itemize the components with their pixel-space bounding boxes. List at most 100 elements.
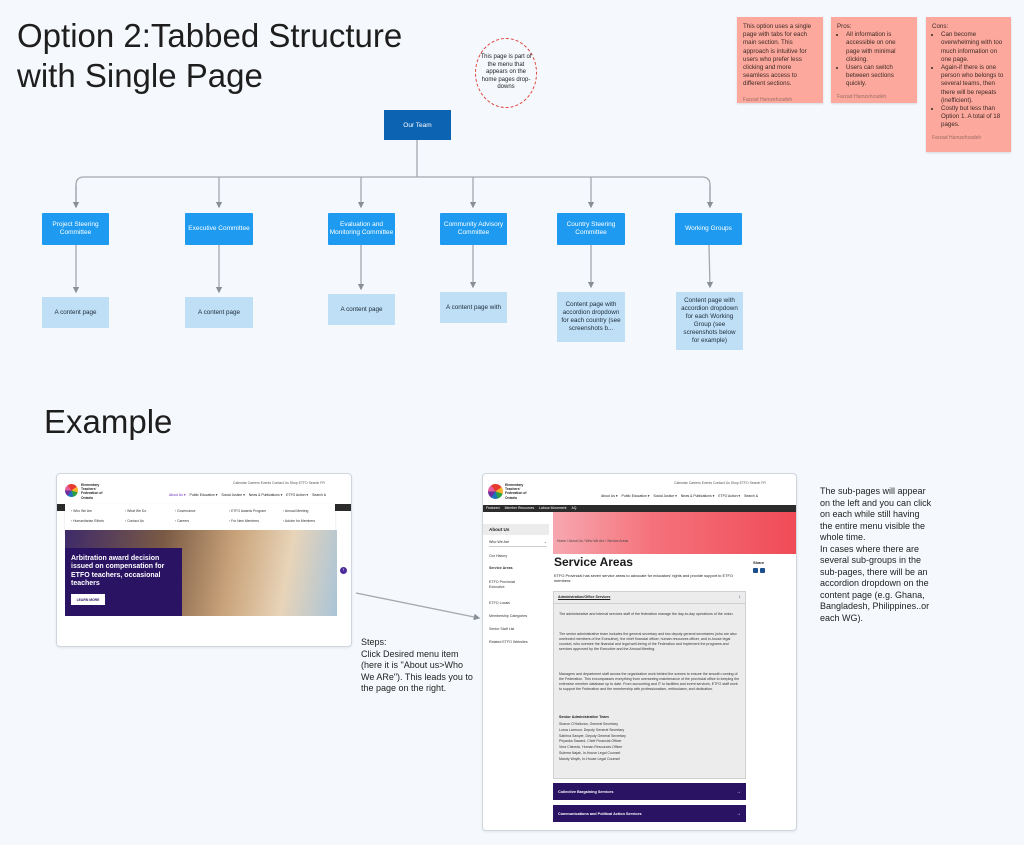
menu-item[interactable]: › Careers — [175, 519, 190, 524]
evaluation-monitoring-committee-node[interactable]: Evaluation and Monitoring Committee — [328, 213, 395, 245]
nav-etfo-action[interactable]: ETFO Action ▾ — [286, 493, 309, 497]
node-label: Country Steering Committee — [566, 221, 616, 236]
nav-public-education[interactable]: Public Education ▾ — [189, 493, 218, 497]
main-nav[interactable]: About Us ▾ Public Education ▾ Social Jus… — [169, 493, 326, 497]
nav-about-us[interactable]: About Us ▾ — [601, 494, 618, 498]
nav-etfo-action[interactable]: ETFO Action ▾ — [718, 494, 741, 498]
sidebar-item-etfo-locals[interactable]: ETFO Locals — [489, 601, 510, 605]
top-links[interactable]: Calendar Careers Events Contact Us Shop … — [233, 481, 325, 485]
menu-item-humanitarian[interactable]: › Humanitarian Efforts — [71, 519, 104, 524]
mega-menu[interactable] — [65, 504, 335, 530]
content-page-node[interactable]: A content page — [185, 297, 253, 328]
sidebar-heading: About Us — [483, 524, 549, 535]
country-steering-committee-node[interactable]: Country Steering Committee — [557, 213, 625, 245]
menu-item-who-we-are[interactable]: › Who We Are — [71, 509, 93, 513]
nav-about-us[interactable]: About Us ▾ — [169, 493, 186, 497]
community-advisory-committee-node[interactable]: Community Advisory Committee — [440, 213, 507, 245]
our-team-node[interactable]: Our Team — [384, 110, 451, 140]
arrow-right-icon: → — [736, 810, 741, 817]
dark-bar-item[interactable]: Labour Movement — [539, 506, 567, 511]
executive-committee-node[interactable]: Executive Committee — [185, 213, 253, 245]
service-areas-screenshot[interactable]: Elementary Teachers' Federation of Ontar… — [482, 473, 797, 831]
sticky-cons-heading: Cons: — [932, 23, 949, 30]
learn-more-button[interactable]: LEARN MORE — [71, 594, 105, 605]
menu-item[interactable]: › For New Members — [229, 519, 259, 524]
sticky-pros-heading: Pros: — [837, 23, 852, 30]
dark-bar-item[interactable]: Member Resources — [504, 506, 535, 511]
sticky-author: Farzad Hamzehzadeh — [743, 96, 793, 103]
node-label: Project Steering Committee — [52, 221, 99, 236]
connector-steps-arrow — [355, 592, 481, 621]
list-item: Mandy Woyth, In-House Legal Counsel — [559, 756, 620, 761]
collective-bargaining-bar[interactable]: Collective Bargaining Services → — [553, 783, 746, 800]
sidebar-item-related-websites[interactable]: Related ETFO Websites — [489, 640, 528, 644]
menu-item[interactable]: › What We Do — [125, 509, 147, 513]
sidebar-item-our-history[interactable]: Our History — [489, 554, 508, 558]
mega-menu-col-3[interactable]: › Governance › Careers — [175, 509, 196, 523]
node-label: Content page with accordion dropdown for… — [681, 297, 738, 344]
nav-news[interactable]: News & Publications ▾ — [248, 493, 283, 497]
nav-search[interactable]: Search & — [744, 494, 759, 498]
list-item: Sulema Najak, In-House Legal Counsel — [559, 750, 621, 755]
menu-item[interactable]: › ETFO Awards Program — [229, 509, 267, 513]
hero-title: Arbitration award decision issued on com… — [71, 555, 165, 588]
main-nav[interactable]: About Us ▾ Public Education ▾ Social Jus… — [601, 494, 758, 498]
list-item: Can become overwhelming with too much in… — [941, 31, 1005, 64]
accordion-para-1: The administrative and internal services… — [559, 612, 734, 616]
dark-bar[interactable]: Featured Member Resources Labour Movemen… — [483, 505, 796, 512]
sidebar-item-provincial-executive[interactable]: ETFO Provincial Executive — [489, 580, 516, 589]
chevron-down-icon: ⌄ — [543, 540, 547, 544]
node-label: A content page — [340, 305, 383, 313]
accordion-header[interactable]: Administration/Office Services ↓ — [553, 591, 746, 604]
list-item: Vera Chinedu, Human Resources Officer — [559, 745, 623, 750]
nav-news[interactable]: News & Publications ▾ — [680, 494, 715, 498]
top-links[interactable]: Calendar Careers Events Contact Us Shop … — [674, 481, 766, 485]
list-item: Sabrina Sawyer, Deputy General Secretary — [559, 733, 626, 738]
mega-menu-col-2[interactable]: › What We Do › Contact Us — [125, 509, 146, 523]
sidebar-item-label: Who We Are — [489, 540, 510, 544]
content-page-node[interactable]: A content page — [42, 297, 109, 328]
sticky-pros-list: All information is accessible on one pag… — [837, 31, 911, 88]
homepage-screenshot[interactable]: Elementary Teachers' Federation of Ontar… — [56, 473, 352, 647]
content-page-node[interactable]: Content page with accordion dropdown for… — [557, 292, 625, 342]
org-name: Elementary Teachers' Federation of Ontar… — [505, 483, 527, 500]
sidebar-item-senior-staff[interactable]: Senior Staff List — [489, 627, 515, 631]
sticky-cons-list: Can become overwhelming with too much in… — [932, 31, 1005, 129]
node-label: A content page with — [446, 303, 501, 311]
sticky-author: Farzad Hamzehzadeh — [932, 134, 982, 141]
node-label: A content page — [54, 308, 97, 316]
menu-item[interactable]: › Advice for Members — [283, 519, 316, 524]
accordion-panel — [553, 591, 746, 779]
sidebar-item-who-we-are[interactable]: Who We Are ⌄ — [489, 540, 547, 547]
content-page-node[interactable]: Content page with accordion dropdown for… — [676, 292, 743, 350]
nav-search[interactable]: Search & — [312, 493, 327, 497]
nav-public-education[interactable]: Public Education ▾ — [621, 494, 650, 498]
project-steering-committee-node[interactable]: Project Steering Committee — [42, 213, 109, 245]
node-label: Working Groups — [685, 225, 732, 232]
breadcrumb[interactable]: Home / About Us / Who We Are / Service A… — [557, 539, 629, 543]
sticky-cons[interactable]: Cons: Can become overwhelming with too m… — [926, 17, 1011, 152]
menu-item[interactable]: › Annual Meeting — [283, 509, 309, 513]
subpages-note: The sub-pages will appear on the left an… — [820, 486, 932, 623]
dark-bar-item[interactable]: AQ — [571, 506, 577, 511]
content-page-node[interactable]: A content page — [328, 294, 395, 325]
mega-menu-col-4[interactable]: › ETFO Awards Program › For New Members — [229, 509, 266, 523]
nav-social-justice[interactable]: Social Justice ▾ — [221, 493, 245, 497]
sticky-description[interactable]: This option uses a single page with tabs… — [737, 17, 823, 103]
content-page-node[interactable]: A content page with — [440, 292, 507, 323]
sidebar-item-membership[interactable]: Membership Categories — [489, 614, 528, 618]
sidebar-item-service-areas[interactable]: Service Areas — [489, 566, 513, 570]
dark-bar-item[interactable]: Featured — [486, 506, 500, 511]
mega-menu-col-1[interactable]: › Who We Are › Humanitarian Efforts — [71, 509, 104, 523]
sticky-pros[interactable]: Pros: All information is accessible on o… — [831, 17, 917, 103]
communications-bar[interactable]: Communications and Political Action Serv… — [553, 805, 746, 822]
carousel-next-icon[interactable]: › — [340, 567, 347, 574]
facebook-icon[interactable] — [760, 568, 765, 573]
mega-menu-col-5[interactable]: › Annual Meeting › Advice for Members — [283, 509, 315, 523]
menu-item[interactable]: › Governance — [175, 509, 196, 513]
connector-bus — [75, 176, 711, 207]
twitter-icon[interactable] — [753, 568, 758, 573]
working-groups-node[interactable]: Working Groups — [675, 213, 742, 245]
menu-item[interactable]: › Contact Us — [125, 519, 144, 524]
nav-social-justice[interactable]: Social Justice ▾ — [653, 494, 677, 498]
